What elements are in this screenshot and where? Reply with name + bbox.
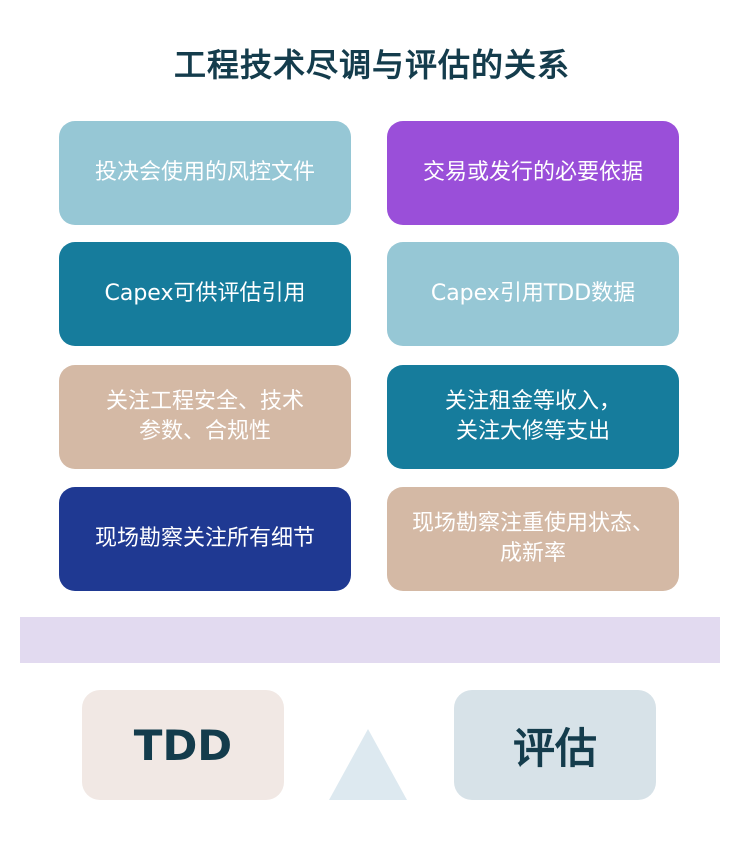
card-label: Capex引用TDD数据 <box>430 281 636 306</box>
card-valuation-capex: Capex引用TDD数据 <box>387 242 679 346</box>
card-tdd-site-survey: 现场勘察关注所有细节 <box>59 487 351 591</box>
scale-fulcrum-triangle <box>329 729 407 800</box>
card-tdd-focus: 关注工程安全、技术 参数、合规性 <box>59 365 351 469</box>
card-tdd-capex: Capex可供评估引用 <box>59 242 351 346</box>
card-valuation-transaction-basis: 交易或发行的必要依据 <box>387 121 679 225</box>
card-label: 交易或发行的必要依据 <box>422 160 643 185</box>
scale-label-tdd: TDD <box>133 720 233 770</box>
card-label-line2: 关注大修等支出 <box>455 419 610 444</box>
card-label-line2: 参数、合规性 <box>138 419 271 444</box>
page-title: 工程技术尽调与评估的关系 <box>173 46 570 84</box>
scale-beam <box>20 617 720 663</box>
card-valuation-focus: 关注租金等收入， 关注大修等支出 <box>387 365 679 469</box>
card-label-line1: 关注工程安全、技术 <box>105 389 304 414</box>
card-label-line1: 关注租金等收入， <box>444 389 621 414</box>
card-tdd-risk-document: 投决会使用的风控文件 <box>59 121 351 225</box>
scale-pan-valuation: 评估 <box>454 690 656 800</box>
card-label-line2: 成新率 <box>499 541 566 566</box>
card-label-line1: 现场勘察注重使用状态、 <box>411 511 654 536</box>
scale-label-valuation: 评估 <box>512 723 597 773</box>
card-label: 现场勘察关注所有细节 <box>94 526 315 551</box>
card-label: Capex可供评估引用 <box>104 281 306 306</box>
card-label: 投决会使用的风控文件 <box>94 160 315 185</box>
card-valuation-site-survey: 现场勘察注重使用状态、 成新率 <box>387 487 679 591</box>
scale-pan-tdd: TDD <box>82 690 284 800</box>
